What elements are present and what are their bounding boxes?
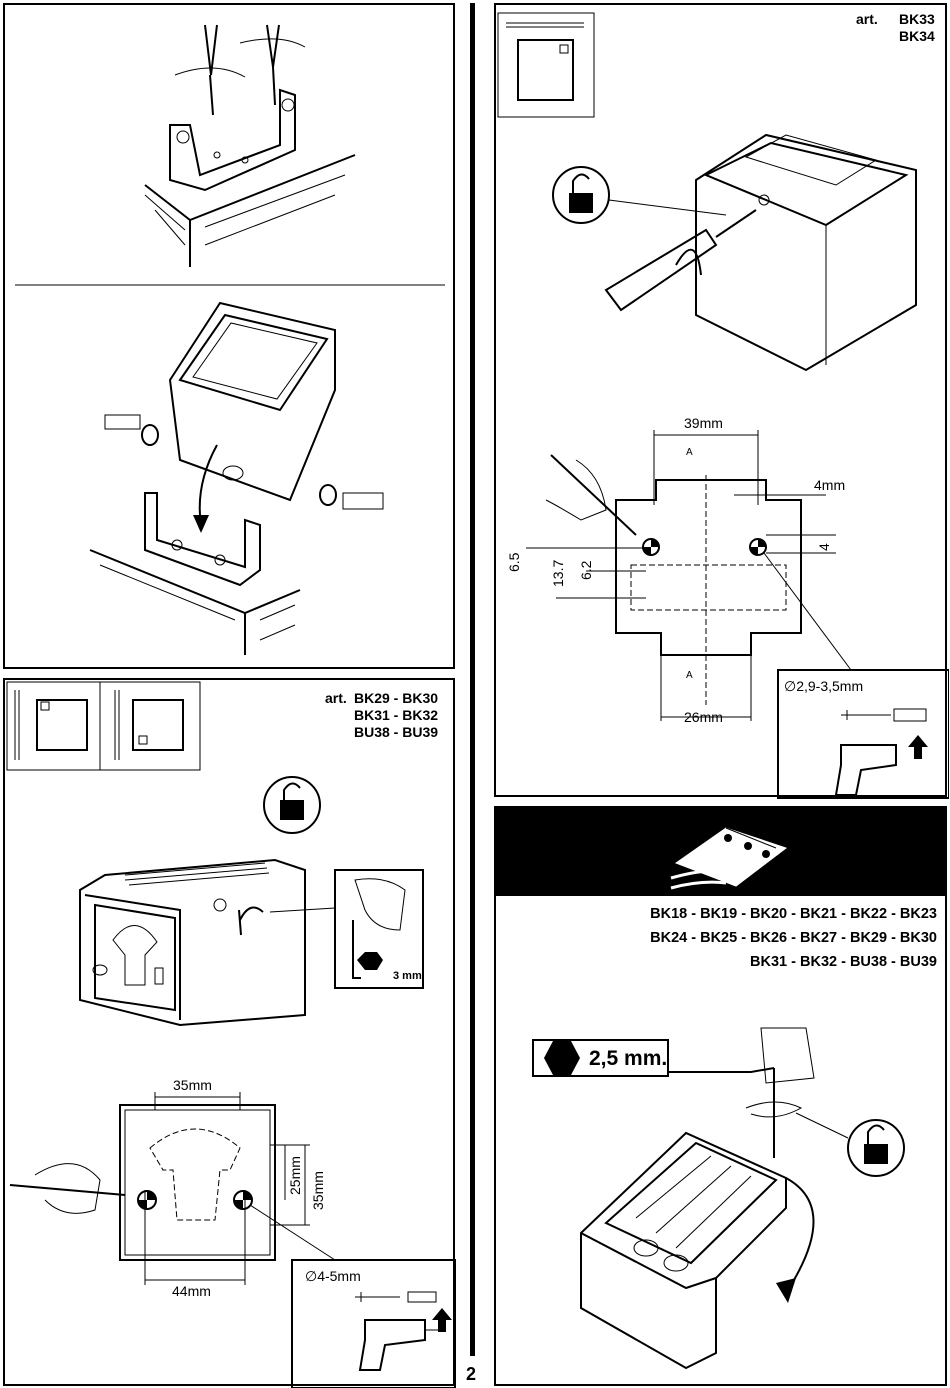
wall-mount-icon — [14, 690, 88, 760]
dim-top: 39mm — [684, 415, 723, 431]
bk29-illustration — [6, 681, 456, 1388]
hex-key-icon — [532, 1039, 775, 1158]
screw-icon — [104, 414, 384, 510]
junction-box-ceiling — [695, 133, 917, 372]
ceiling-mount-icon — [506, 22, 584, 101]
drill-inset — [777, 669, 949, 799]
wall-surface — [144, 154, 356, 267]
center-divider — [470, 3, 475, 1356]
mounting-bracket — [169, 88, 296, 192]
arrow-icon — [193, 444, 218, 533]
model-line: BK24 - BK25 - BK26 - BK27 - BK29 - BK30 — [650, 930, 937, 946]
drill-diameter-label: ∅4-5mm — [305, 1268, 361, 1284]
mounting-type-icon-box — [497, 12, 595, 118]
drill-icon — [358, 1319, 445, 1371]
wall-surface-lower — [89, 549, 301, 655]
model-line: BK18 - BK19 - BK20 - BK21 - BK22 - BK23 — [650, 906, 937, 922]
dim-vertical-inner: 25mm — [287, 1156, 303, 1195]
panel-bracket-mounting — [3, 3, 455, 669]
up-arrow-icon — [432, 1308, 452, 1332]
junction-box-open — [580, 1131, 787, 1370]
dim-v1: 6.5 — [506, 552, 522, 572]
up-arrow-icon — [908, 735, 928, 759]
model-line: BK31 - BK32 — [354, 707, 439, 723]
hex-key-icon — [352, 920, 383, 979]
hex-size-label: 2,5 mm. — [589, 1047, 668, 1070]
rotate-arrow-icon — [745, 1101, 803, 1118]
drilling-template — [526, 430, 836, 721]
dim-bottom: 26mm — [684, 709, 723, 725]
dim-v3: 6.2 — [578, 560, 594, 580]
drill-icon — [834, 744, 897, 796]
hand-icon — [760, 1027, 815, 1084]
mounting-type-icon-box — [6, 681, 201, 771]
drill-diameter-label: ∅2,9-3,5mm — [784, 678, 864, 694]
hex-size-label: 3 mm — [393, 970, 422, 982]
panel-wiring: BK18 - BK19 - BK20 - BK21 - BK22 - BK23 … — [494, 806, 947, 1386]
mounting-bracket-lower — [144, 492, 261, 587]
bracket-mounting-illustration — [15, 24, 445, 655]
screw-anchor-icon — [355, 1291, 437, 1303]
page-number: 2 — [466, 1364, 477, 1384]
bk33-illustration — [497, 12, 949, 799]
unlock-icon — [847, 1119, 905, 1177]
unlock-icon — [263, 776, 321, 834]
screwdriver-icon — [604, 209, 757, 312]
art-label: art. — [325, 690, 347, 707]
hex-key-inset — [334, 869, 424, 989]
section-mark-top: A — [686, 447, 693, 458]
section-mark-bottom: A — [686, 670, 693, 681]
art-label: art. — [856, 11, 878, 27]
model-line: BK29 - BK30 — [354, 690, 439, 706]
model-list: BK29 - BK30 BK31 - BK32 BU38 - BU39 — [354, 690, 438, 741]
terminal-block-icon — [670, 827, 788, 890]
junction-box-front — [79, 858, 306, 1027]
dim-v4: 4 — [816, 543, 832, 551]
model-list: BK18 - BK19 - BK20 - BK21 - BK22 - BK23 … — [650, 902, 937, 974]
pencil-hand-icon — [9, 1163, 126, 1214]
junction-box — [168, 301, 336, 502]
pencil-hand-icon — [545, 454, 637, 536]
panel-bk29-mounting: art. BK29 - BK30 BK31 - BK32 BU38 - BU39… — [3, 678, 456, 1388]
dim-width: 35mm — [173, 1077, 212, 1093]
wiring-illustration — [532, 827, 905, 1370]
art-prefix: art. — [325, 690, 347, 706]
arrow-icon — [776, 1177, 815, 1303]
dim-v2: 13.7 — [550, 559, 566, 587]
dim-bottom: 44mm — [172, 1283, 211, 1299]
drilling-template — [119, 1092, 310, 1285]
model-line: BU38 - BU39 — [354, 724, 439, 740]
screw-anchor-icon — [841, 708, 927, 722]
arrow-icon — [238, 906, 264, 936]
model-list: BK33 BK34 — [899, 11, 935, 45]
dim-right: 4mm — [814, 477, 846, 493]
hand-icon — [354, 878, 406, 931]
rotate-arrow-icon — [174, 38, 306, 78]
model-line: BK34 — [899, 28, 935, 44]
ceiling-mount-icon — [114, 690, 184, 760]
model-line: BK33 — [899, 11, 935, 27]
panel-bk33-mounting: art. BK33 BK34 39mm 4mm 26mm 6.5 13.7 6.… — [494, 3, 949, 799]
dim-vertical-outer: 35mm — [310, 1171, 326, 1210]
unlock-icon — [552, 166, 610, 224]
drill-inset — [291, 1259, 456, 1388]
model-line: BK31 - BK32 - BU38 - BU39 — [750, 954, 937, 970]
